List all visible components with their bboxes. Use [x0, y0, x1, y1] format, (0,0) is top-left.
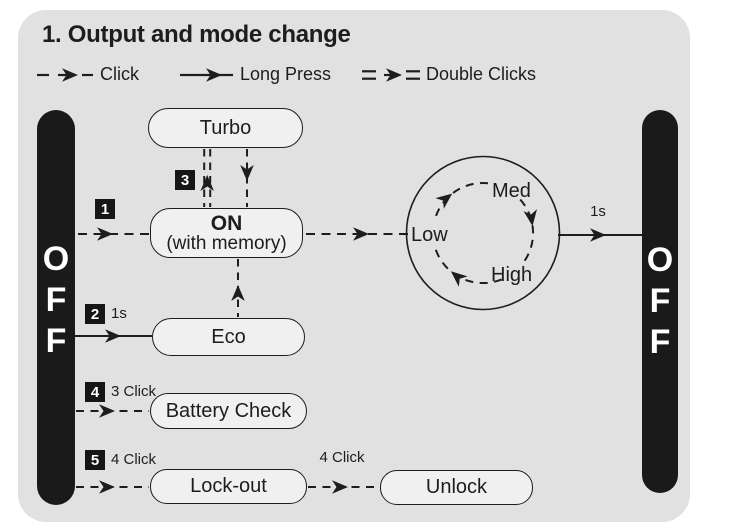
off-bar-left: O F F: [37, 110, 75, 505]
legend-click-label: Click: [100, 64, 139, 84]
node-eco-label: Eco: [211, 325, 246, 348]
off-right-letter: F: [649, 323, 671, 361]
auto-off-timer-label: 1s: [590, 203, 606, 220]
off-to-battery-arrowhead-icon: [99, 404, 115, 418]
step-badge-1: 1: [95, 199, 115, 219]
step-badge-4: 4: [85, 382, 105, 402]
legend-longpress-label: Long Press: [240, 64, 332, 84]
step-badge-2: 2: [85, 304, 105, 324]
cycle-med-label: Med: [492, 180, 531, 202]
lockout-to-unlock-arrowhead-icon: [332, 480, 348, 494]
cycle-arrowhead-med-to-high-icon: [523, 209, 540, 227]
cycle-low-label: Low: [411, 224, 448, 246]
on-to-turbo-double-dashed-line: [203, 149, 212, 207]
off-bar-right: O F F: [642, 110, 678, 493]
eco-to-on-arrowhead-icon: [231, 285, 245, 301]
node-unlock: Unlock: [380, 470, 533, 505]
off-left-letter: F: [45, 322, 67, 360]
cycle-arrowhead-high-to-low-icon: [446, 266, 468, 287]
off-left-letter: O: [42, 240, 70, 278]
node-on-sublabel: (with memory): [166, 232, 287, 254]
step-badge-5: 5: [85, 450, 105, 470]
node-on-label: ON: [210, 211, 243, 235]
cycle-high-label: High: [491, 264, 533, 286]
page-title: 1. Output and mode change: [42, 21, 351, 48]
step-2-duration-label: 1s: [111, 304, 127, 322]
off-right-letter: O: [646, 241, 674, 279]
step-4-clicks-label: 3 Click: [111, 382, 157, 400]
off-right-letter: F: [649, 282, 671, 320]
cycle-arrowhead-low-to-med-icon: [435, 188, 457, 209]
node-lock-out: Lock-out: [150, 469, 307, 504]
node-turbo: Turbo: [148, 108, 303, 148]
mode-cycle-dashed-arcs: [434, 182, 535, 285]
panel-background: [18, 10, 690, 522]
unlock-clicks-label: 4 Click: [319, 449, 365, 466]
off-to-lockout-arrowhead-icon: [99, 480, 115, 494]
legend-doubleclicks-label: Double Clicks: [426, 64, 537, 84]
node-turbo-label: Turbo: [199, 116, 252, 139]
mode-cycle-circle: [405, 155, 561, 311]
node-battery-check-label: Battery Check: [165, 399, 292, 422]
node-eco: Eco: [152, 318, 305, 356]
step-5-clicks-label: 4 Click: [111, 450, 157, 468]
off-left-letter: F: [45, 281, 67, 319]
node-lock-out-label: Lock-out: [190, 475, 267, 497]
node-battery-check: Battery Check: [150, 393, 307, 429]
node-on: ON (with memory): [150, 208, 303, 258]
on-to-turbo-arrowhead-icon: [200, 175, 214, 191]
node-unlock-label: Unlock: [425, 476, 488, 498]
step-badge-3: 3: [175, 170, 195, 190]
